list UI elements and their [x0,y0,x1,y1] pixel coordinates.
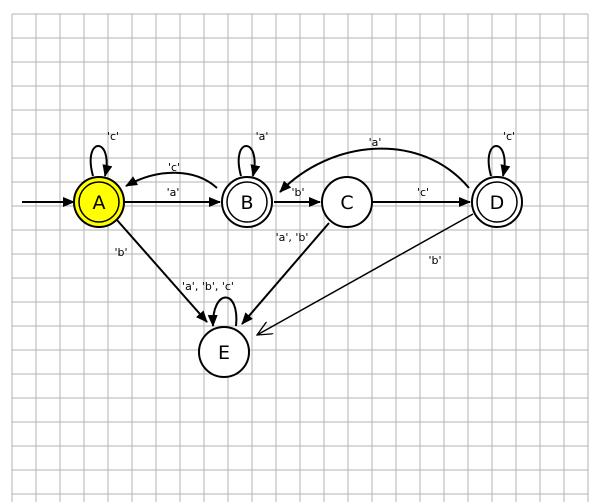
label-d-e: 'b' [428,254,441,267]
state-b-label: B [240,192,253,214]
label-d-b: 'a' [369,136,382,149]
label-c-e: 'a', 'b' [276,231,309,244]
edge-b-a [125,171,218,189]
loop-e [207,296,238,327]
loop-a [89,145,113,177]
edge-d-b [279,147,470,193]
label-loop-d: 'c' [503,130,515,143]
label-loop-a: 'c' [107,130,119,143]
label-a-e: 'b' [114,246,127,259]
label-c-d: 'c' [417,186,429,199]
label-a-b: 'a' [167,186,180,199]
state-a-label: A [93,192,106,214]
edge-a-e [116,219,208,323]
loop-d [487,145,511,177]
edge-d-e [257,213,474,335]
state-d[interactable]: D [471,176,523,228]
label-loop-e: 'a', 'b', 'c' [182,280,234,293]
label-loop-b: 'a' [256,130,269,143]
state-e[interactable]: E [198,326,250,378]
grid [11,13,589,502]
loop-b [237,145,261,177]
edge-c-e [241,222,330,325]
label-b-c: 'b' [291,186,304,199]
state-d-label: D [490,192,505,214]
state-b[interactable]: B [221,176,273,228]
state-c-label: C [340,192,353,214]
state-e-label: E [218,342,230,364]
state-c[interactable]: C [321,176,373,228]
label-b-a: 'c' [168,161,180,174]
state-a[interactable]: A [73,176,125,228]
